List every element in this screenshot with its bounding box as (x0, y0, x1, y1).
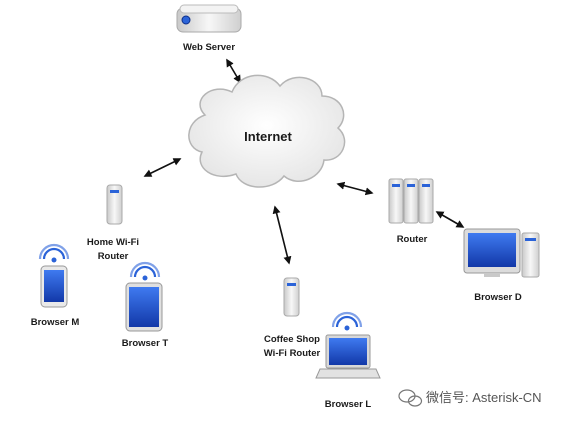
arrow-router-browserd (435, 211, 465, 228)
browser-t-node: Browser T (122, 261, 169, 349)
wifi-icon (129, 261, 161, 281)
home-wifi-label-line2: Router (98, 251, 129, 262)
wechat-icon (398, 389, 423, 407)
server-power-icon (181, 15, 191, 25)
coffee-shop-label-line1: Coffee Shop (264, 334, 320, 345)
monitor-stand (484, 273, 500, 277)
wifi-icon (331, 311, 363, 331)
connection-arrows (143, 58, 465, 265)
coffee-shop-label-line2: Wi-Fi Router (264, 348, 321, 359)
web-server-label: Web Server (183, 42, 235, 53)
watermark: 微信号: Asterisk-CN (398, 389, 542, 407)
internet-label: Internet (244, 129, 292, 144)
browser-l-label: Browser L (325, 399, 372, 410)
router-slot (287, 283, 296, 286)
browser-l-node: Browser L (315, 311, 381, 410)
cloud-icon (188, 74, 346, 188)
browser-t-label: Browser T (122, 338, 169, 349)
browser-d-node: Browser D (463, 228, 540, 303)
tower-drive (525, 238, 536, 241)
laptop-screen (329, 338, 367, 365)
tablet-screen (129, 287, 159, 327)
router-rack-icon (388, 178, 434, 224)
arrow-internet-coffee (272, 205, 292, 265)
wifi-icon (38, 243, 70, 263)
router-node: Router (388, 178, 434, 245)
arrow-internet-router (336, 181, 374, 196)
tower-icon (521, 232, 540, 278)
web-server-node: Web Server (176, 4, 242, 53)
router-icon (106, 184, 123, 225)
watermark-text: 微信号: Asterisk-CN (426, 390, 542, 405)
router-slot (110, 190, 119, 193)
laptop-base (315, 368, 381, 379)
monitor-screen (468, 233, 516, 267)
internet-cloud: Internet (188, 74, 346, 188)
server-icon-top (179, 4, 239, 14)
coffee-shop-router-node: Coffee Shop Wi-Fi Router (264, 277, 321, 359)
phone-screen (44, 270, 64, 302)
home-wifi-router-node: Home Wi-Fi Router (87, 184, 139, 262)
home-wifi-label-line1: Home Wi-Fi (87, 237, 139, 248)
browser-m-node: Browser M (31, 243, 80, 328)
router-icon (283, 277, 300, 317)
browser-m-label: Browser M (31, 317, 80, 328)
router-label: Router (397, 234, 428, 245)
arrow-webserver-internet (226, 58, 241, 84)
arrow-homewifi-internet (143, 158, 182, 177)
browser-d-label: Browser D (474, 292, 522, 303)
